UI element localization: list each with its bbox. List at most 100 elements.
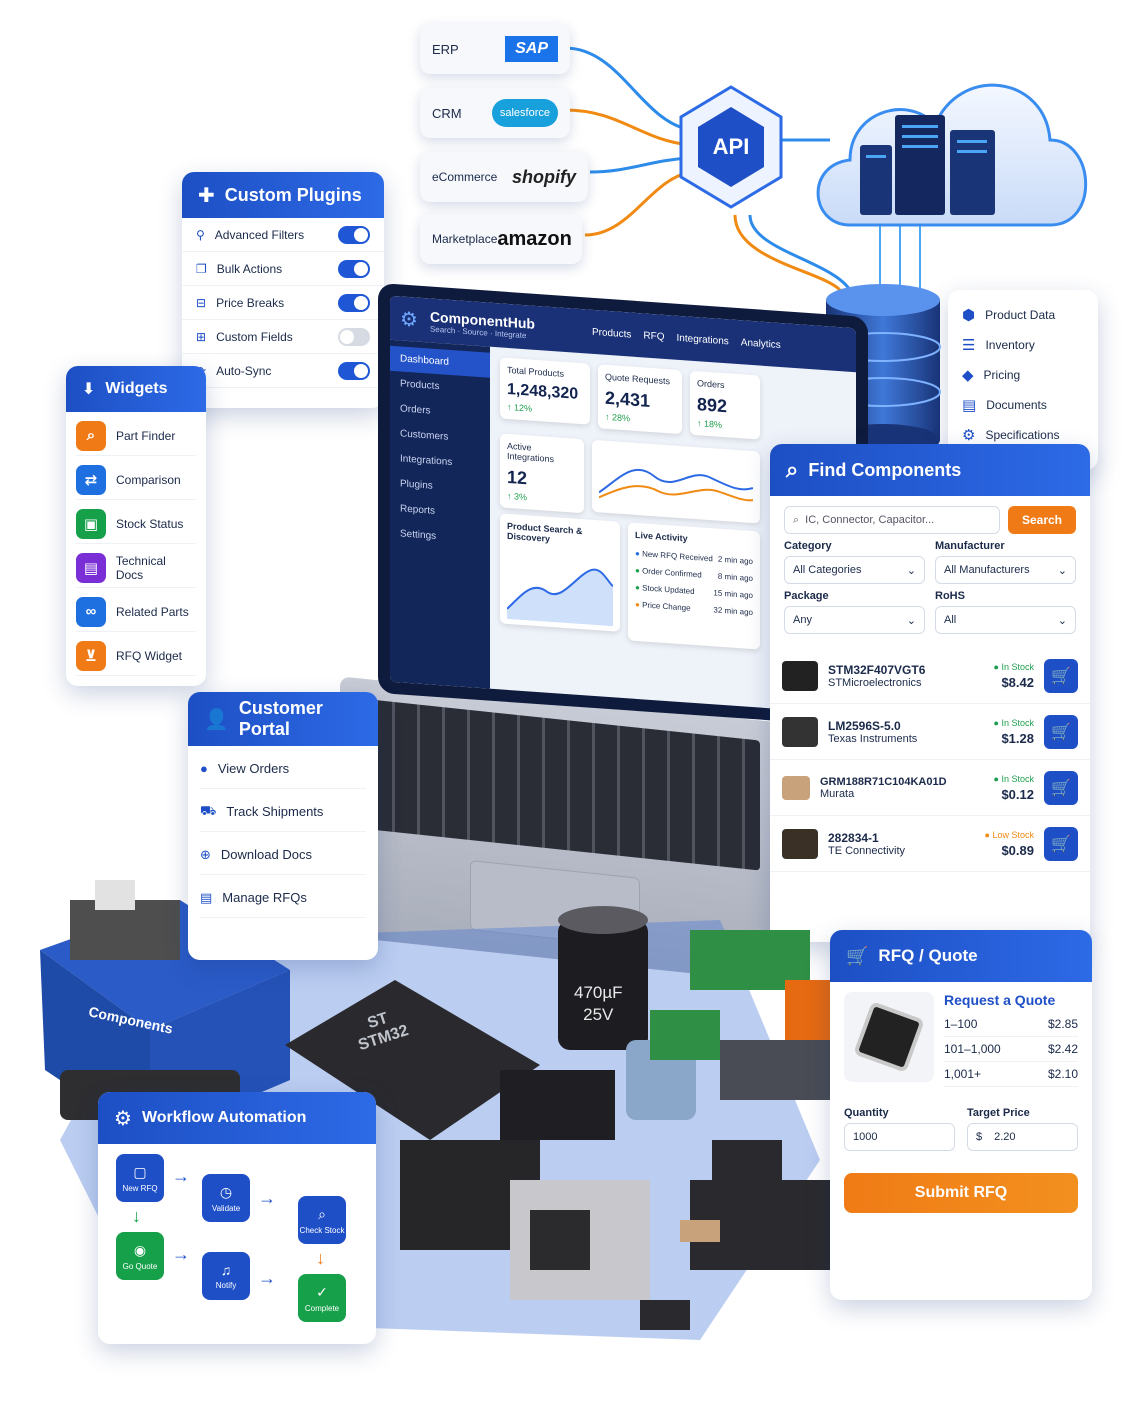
- plugin-toggle[interactable]: [338, 361, 370, 380]
- package-select[interactable]: Any⌄: [784, 606, 925, 634]
- data-store-label: Documents: [986, 398, 1047, 412]
- compare-icon: ⇄: [76, 464, 106, 495]
- widget-item[interactable]: ▣ Stock Status: [76, 504, 196, 544]
- workflow-step-check-stock[interactable]: ⌕Check Stock: [298, 1196, 346, 1244]
- submit-rfq-button[interactable]: Submit RFQ: [844, 1173, 1078, 1213]
- category-select[interactable]: All Categories ⌄: [784, 556, 925, 584]
- integration-label: Marketplace: [432, 232, 498, 246]
- plugin-toggle[interactable]: [338, 327, 370, 346]
- plugin-label: Custom Fields: [216, 329, 293, 344]
- plugin-toggle[interactable]: [338, 259, 370, 278]
- plugin-row: ⟳Auto-Sync: [182, 354, 384, 388]
- stat-value: 1,248,320: [507, 380, 579, 403]
- nav-analytics[interactable]: Analytics: [740, 336, 781, 351]
- search-icon: ⌕: [318, 1205, 326, 1222]
- quantity-input[interactable]: 1000: [844, 1123, 955, 1151]
- integration-connectors: [564, 46, 921, 292]
- find-header: ⌕ Find Components: [770, 444, 1090, 496]
- portal-item-view-orders[interactable]: ●View Orders: [200, 749, 366, 789]
- plugin-toggle[interactable]: [338, 293, 370, 312]
- category-value: All Categories: [793, 564, 862, 576]
- capacitor-voltage: 25V: [583, 1005, 614, 1024]
- widget-item[interactable]: ⊻RFQ Widget: [76, 636, 196, 676]
- activity-time: 15 min ago: [713, 588, 753, 601]
- integration-label: CRM: [432, 105, 462, 121]
- widgets-panel: ⬇ Widgets ⌕Part Finder ⇄Comparison ▣Stoc…: [66, 366, 206, 686]
- nav-rfq[interactable]: RFQ: [643, 329, 665, 343]
- widget-item[interactable]: ⇄Comparison: [76, 460, 196, 500]
- clipboard-icon: ▤: [200, 889, 213, 905]
- arrow-down-icon: ↓: [316, 1248, 325, 1268]
- activity-time: 8 min ago: [717, 571, 753, 584]
- data-store-item: ▤ Documents: [962, 390, 1084, 420]
- portal-item-label: View Orders: [217, 761, 290, 776]
- price-tag-icon: ⊟: [196, 295, 207, 310]
- sap-logo: SAP: [505, 36, 558, 62]
- stat-delta: ↑ 18%: [697, 418, 723, 430]
- integration-erp[interactable]: ERP SAP: [420, 24, 570, 74]
- gear-icon: ⚙: [962, 427, 976, 444]
- add-to-cart-button[interactable]: 🛒: [1044, 770, 1078, 805]
- rfq-body: Request a Quote 1–100$2.85 101–1,000$2.4…: [830, 982, 1092, 1223]
- rohs-select[interactable]: All⌄: [935, 606, 1076, 634]
- workflow-step-complete[interactable]: ✓Complete: [298, 1274, 346, 1322]
- stock-icon: ▣: [76, 508, 106, 539]
- nav-products[interactable]: Products: [591, 326, 632, 341]
- amazon-logo: amazon: [497, 227, 572, 250]
- workflow-step-validate[interactable]: ◷Validate: [202, 1174, 250, 1222]
- widget-item[interactable]: ⌕Part Finder: [76, 416, 196, 456]
- workflow-step-go-quote[interactable]: ◉Go Quote: [116, 1232, 164, 1280]
- manufacturer-name: TE Connectivity: [828, 844, 906, 857]
- portal-header: 👤 Customer Portal: [188, 692, 378, 746]
- nav-integrations[interactable]: Integrations: [676, 332, 729, 347]
- part-number: STM32F407VGT6: [828, 662, 926, 677]
- arrow-down-icon: ↓: [132, 1206, 141, 1226]
- chevron-down-icon: ⌄: [1057, 614, 1067, 627]
- add-to-cart-button[interactable]: 🛒: [1044, 826, 1078, 861]
- rohs-label: RoHS: [935, 590, 965, 602]
- connector-chip-icon: [782, 828, 818, 859]
- manufacturer-select[interactable]: All Manufacturers⌄: [935, 556, 1076, 584]
- stock-status: ● In Stock: [993, 661, 1034, 672]
- add-to-cart-button[interactable]: 🛒: [1044, 714, 1078, 749]
- add-to-cart-button[interactable]: 🛒: [1044, 658, 1078, 693]
- quantity-value: 1000: [853, 1131, 878, 1143]
- integration-crm[interactable]: CRM salesforce: [420, 88, 570, 138]
- workflow-step-notify[interactable]: ♫Notify: [202, 1252, 250, 1300]
- unit-price: $8.42: [1001, 674, 1034, 690]
- widget-item[interactable]: ∞Related Parts: [76, 592, 196, 632]
- plugin-toggle[interactable]: [338, 225, 370, 244]
- stat-delta: ↑ 28%: [605, 411, 631, 424]
- portal-item-manage-rfqs[interactable]: ▤Manage RFQs: [200, 878, 366, 918]
- layers-icon: ❐: [196, 261, 207, 276]
- rfq-header: 🛒 RFQ / Quote: [830, 930, 1092, 982]
- stat-value: 2,431: [605, 387, 651, 411]
- chevron-down-icon: ⌄: [906, 614, 916, 627]
- workflow-step-new-rfq[interactable]: ▢New RFQ: [116, 1154, 164, 1202]
- portal-item-download-docs[interactable]: ⊕Download Docs: [200, 835, 366, 875]
- ic-chip-icon: [782, 716, 818, 747]
- target-price-input[interactable]: $2.20: [967, 1123, 1078, 1151]
- stat-delta: ↑ 12%: [507, 401, 533, 414]
- api-hub: API: [676, 82, 786, 212]
- clock-icon: ◷: [219, 1183, 233, 1200]
- ic-chip-icon: [782, 660, 818, 691]
- part-number: 282834-1: [828, 830, 879, 845]
- search-icon: ⌕: [793, 513, 800, 526]
- widget-label: Stock Status: [116, 516, 184, 531]
- shopify-logo: shopify: [511, 166, 576, 187]
- trend-chart: [598, 469, 754, 502]
- component-search-input[interactable]: ⌕ IC, Connector, Capacitor...: [784, 506, 1000, 534]
- widget-item[interactable]: ▤Technical Docs: [76, 548, 196, 588]
- unit-price: $0.12: [1001, 786, 1034, 802]
- integration-ecommerce[interactable]: eCommerce shopify: [420, 152, 588, 202]
- portal-item-track-shipments[interactable]: ⛟Track Shipments: [200, 792, 366, 832]
- search-button[interactable]: Search: [1008, 506, 1076, 534]
- integration-marketplace[interactable]: Marketplace amazon: [420, 214, 582, 264]
- stat-delta: ↑ 3%: [507, 490, 528, 503]
- chevron-down-icon: ⌄: [906, 564, 916, 577]
